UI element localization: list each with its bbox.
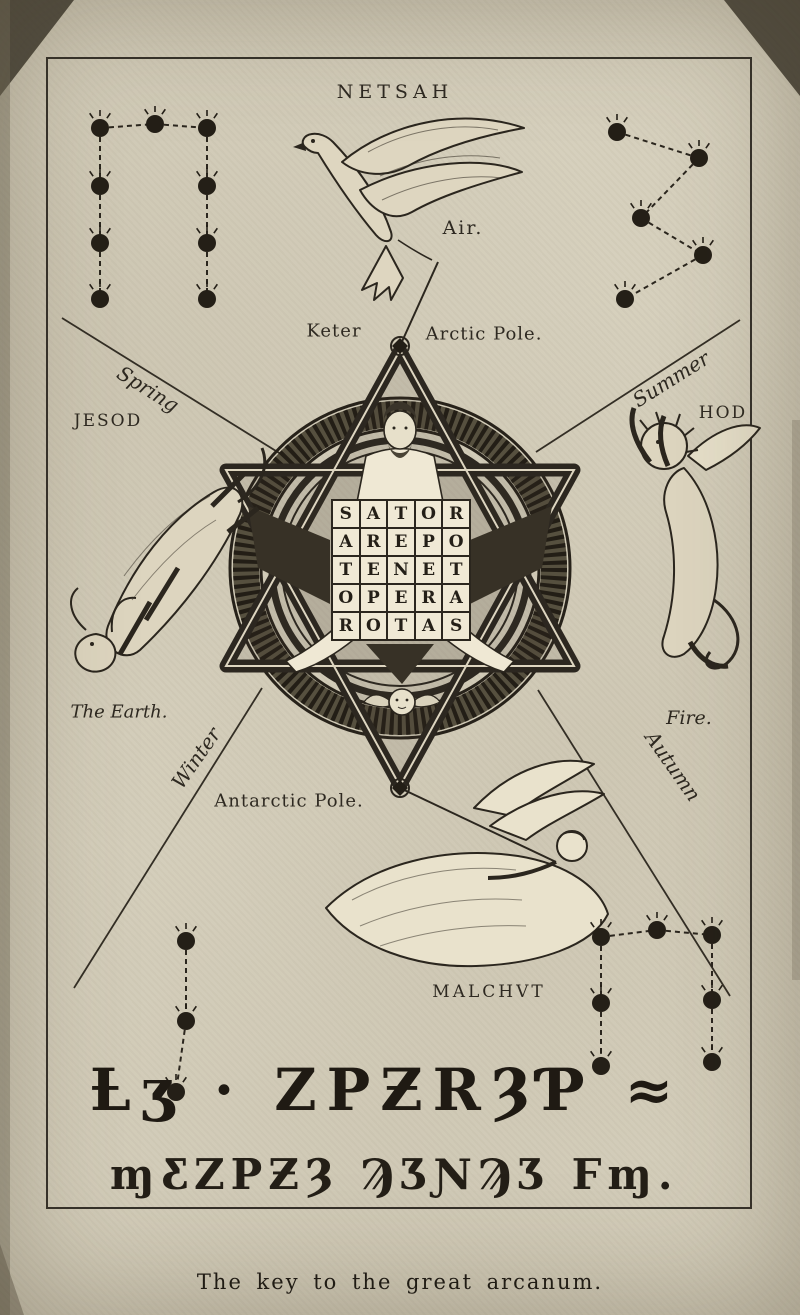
sator-cell: P (416, 529, 444, 555)
bull-figure (70, 447, 267, 673)
sator-cell: R (449, 504, 464, 524)
label-malchvt: MALCHVT (432, 982, 546, 1002)
constellation-dots (89, 106, 723, 1101)
sator-cell: R (416, 585, 444, 611)
label-the-earth: The Earth. (70, 701, 168, 723)
sator-cell: A (333, 529, 361, 555)
sator-cell: R (333, 613, 361, 639)
sator-cell: E (388, 529, 416, 555)
sator-cell: A (361, 501, 389, 527)
constellation-bottom-left (165, 923, 197, 1101)
label-keter: Keter (306, 320, 362, 342)
occult-script-line-1: Ƚӡ · ZPƵRȜƤ ≈ (90, 1056, 684, 1124)
sator-cell: S (450, 616, 463, 636)
plate-border (46, 57, 752, 1209)
sator-cell: A (449, 588, 463, 608)
sator-cell: E (388, 585, 416, 611)
label-hod: HOD (698, 403, 748, 423)
inner-shadows (248, 506, 552, 684)
label-arctic-pole: Arctic Pole. (425, 323, 543, 345)
sator-cell: T (388, 613, 416, 639)
sator-cell: T (333, 557, 361, 583)
sator-cell: A (416, 613, 444, 639)
sator-cell: O (416, 501, 444, 527)
sator-cell: O (333, 585, 361, 611)
sator-cell: T (449, 560, 463, 580)
constellation-top-right (606, 114, 714, 308)
sator-cell: E (361, 557, 389, 583)
season-diagonal-lines (61, 317, 741, 997)
eagle-figure (293, 117, 525, 301)
label-air: Air. (442, 217, 484, 239)
sator-cell: O (448, 532, 464, 552)
constellation-top-left (89, 106, 218, 308)
cherub-face (363, 688, 441, 716)
angel-figure (325, 760, 609, 968)
label-fire: Fire. (666, 707, 712, 729)
label-netsah: NETSAH (336, 81, 454, 103)
occult-script-line-2: ɱƸZPƵȜ ϠƷƝϠӠ Ϝɱ. (110, 1150, 679, 1199)
sator-cell: N (388, 557, 416, 583)
label-jesod: JESOD (73, 411, 143, 431)
sator-cell: O (361, 613, 389, 639)
constellation-bottom-right (590, 912, 723, 1075)
winged-lion-figure (629, 407, 761, 670)
sator-cell: S (333, 501, 361, 527)
label-antarctic-pole: Antarctic Pole. (214, 790, 364, 812)
pole-nodes (390, 261, 557, 863)
sator-cell: T (388, 501, 416, 527)
sator-cell: R (361, 529, 389, 555)
sator-cell: P (361, 585, 389, 611)
sator-cell: E (416, 557, 444, 583)
plate-caption: The key to the great arcanum. (196, 1270, 604, 1294)
